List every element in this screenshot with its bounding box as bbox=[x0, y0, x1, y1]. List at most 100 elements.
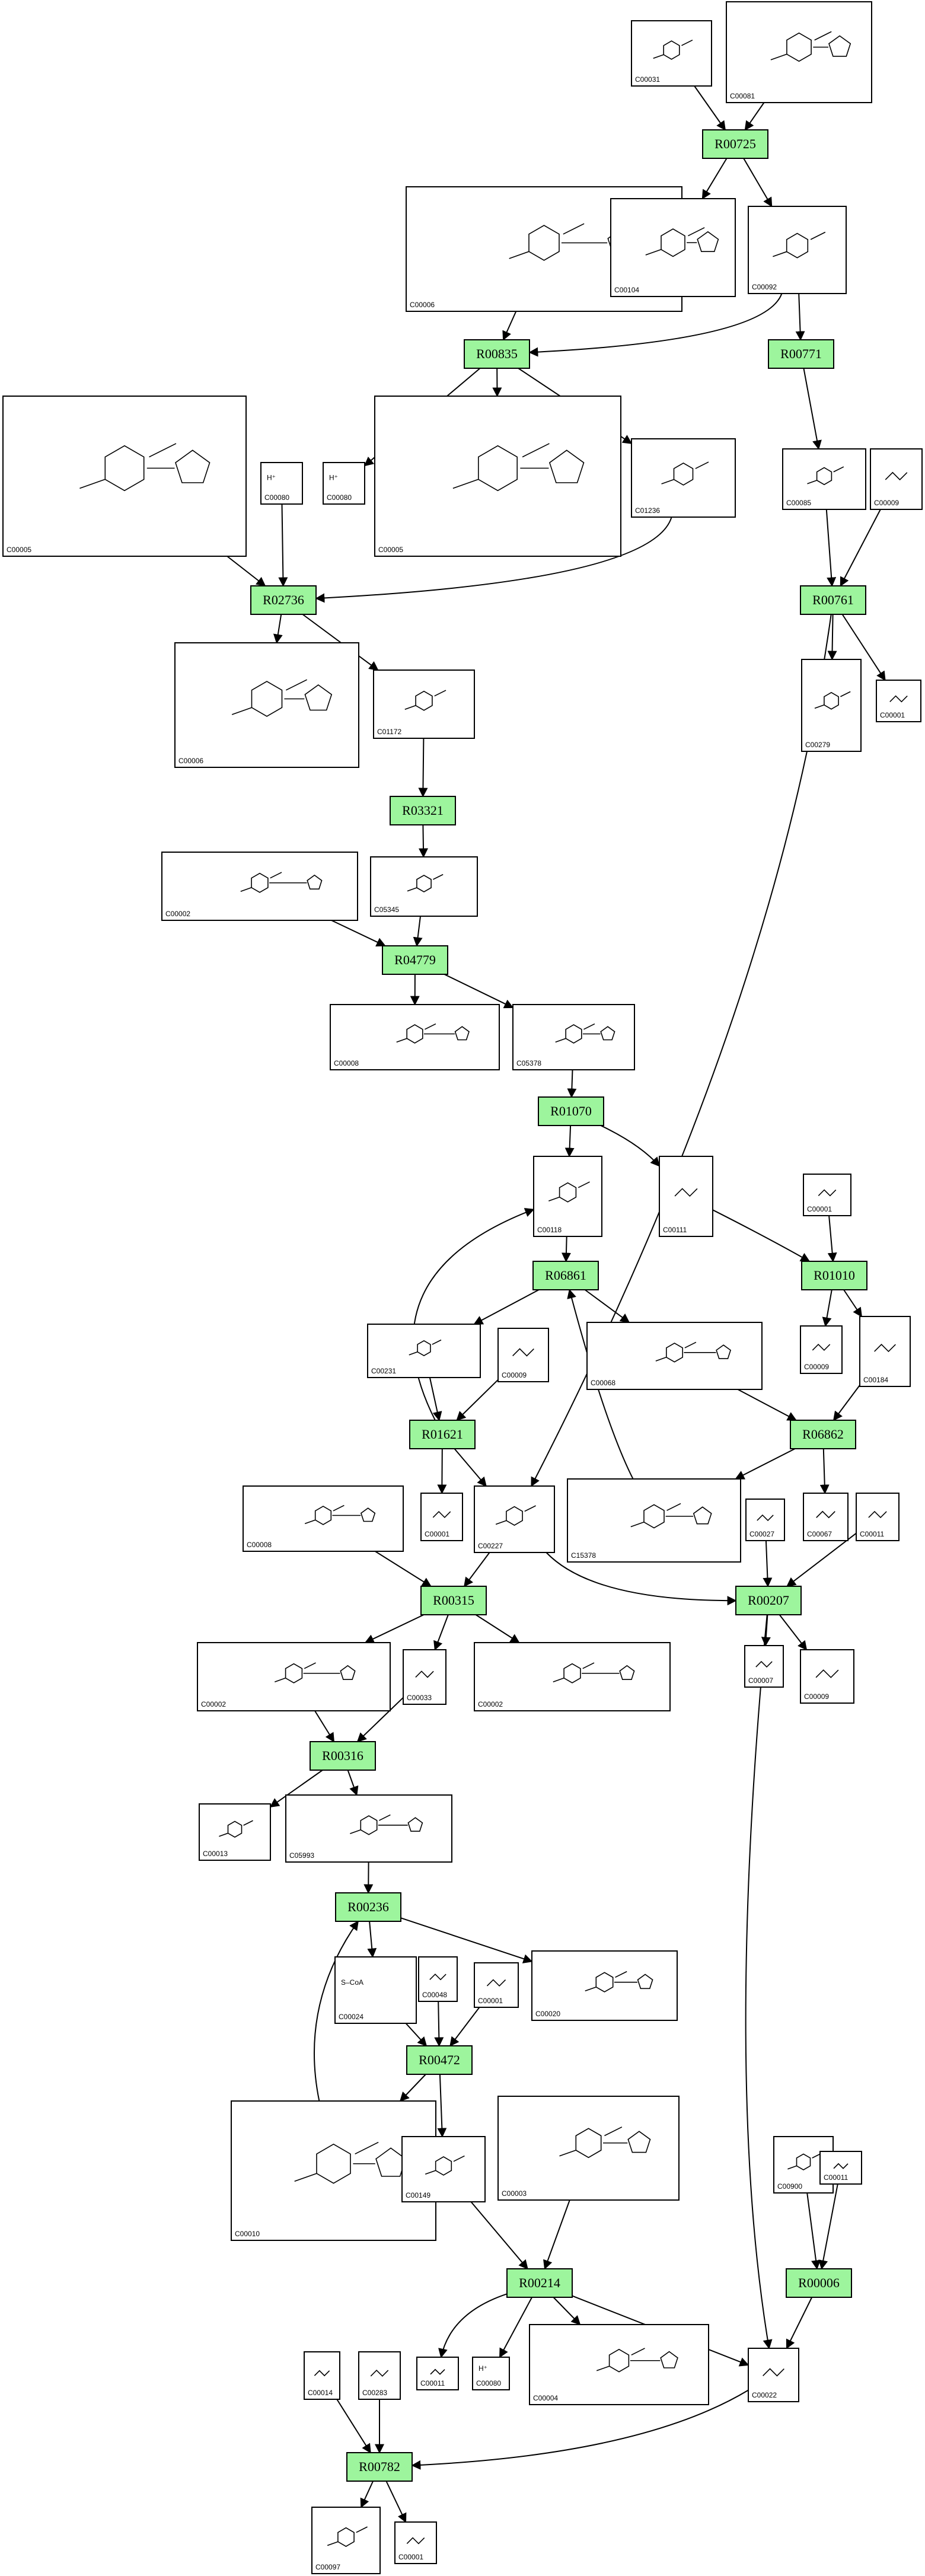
reaction-node[interactable]: R02736 bbox=[250, 585, 317, 615]
compound-node[interactable]: C00068 bbox=[586, 1322, 763, 1390]
compound-node[interactable]: C00014 bbox=[304, 2351, 340, 2400]
compound-node[interactable]: C00283 bbox=[358, 2351, 401, 2400]
compound-node[interactable]: C00118 bbox=[533, 1156, 602, 1237]
compound-node[interactable]: C00104 bbox=[610, 198, 736, 297]
reaction-node[interactable]: R03321 bbox=[390, 796, 456, 825]
compound-id: C00048 bbox=[422, 1991, 447, 1999]
compound-node[interactable]: C00002 bbox=[474, 1642, 671, 1711]
molecule-chain bbox=[486, 1979, 506, 1987]
molecule-bond bbox=[615, 1971, 627, 1978]
compound-node[interactable]: C00009 bbox=[800, 1649, 854, 1704]
molecule-ring bbox=[360, 1507, 376, 1522]
reaction-node[interactable]: R00214 bbox=[506, 2268, 573, 2298]
compound-node[interactable]: C00097 bbox=[311, 2507, 381, 2574]
compound-node[interactable]: C00011 bbox=[416, 2357, 459, 2390]
compound-node[interactable]: C01172 bbox=[373, 669, 475, 739]
compound-node[interactable]: C00007 bbox=[744, 1645, 784, 1688]
molecule-bond bbox=[814, 31, 832, 41]
reaction-box bbox=[790, 1420, 856, 1449]
compound-node[interactable]: C00231 bbox=[367, 1324, 481, 1378]
reaction-node[interactable]: R01621 bbox=[409, 1420, 476, 1449]
compound-node[interactable]: C00006 bbox=[174, 642, 359, 768]
compound-node[interactable]: C05378 bbox=[512, 1004, 635, 1070]
compound-node[interactable]: C00011 bbox=[856, 1493, 900, 1541]
reaction-node[interactable]: R00761 bbox=[800, 585, 866, 615]
compound-node[interactable]: C00009 bbox=[800, 1325, 843, 1374]
compound-node[interactable]: C05345 bbox=[370, 856, 478, 917]
compound-node[interactable]: C00005 bbox=[2, 396, 247, 557]
compound-node[interactable]: C00279 bbox=[801, 659, 862, 752]
compound-id: C00009 bbox=[804, 1363, 829, 1371]
reaction-node[interactable]: R00315 bbox=[420, 1586, 487, 1615]
reaction-node[interactable]: R00725 bbox=[702, 129, 768, 159]
reaction-node[interactable]: R00472 bbox=[406, 2045, 473, 2075]
compound-node[interactable]: C00002 bbox=[197, 1642, 391, 1711]
compound-node[interactable]: C00001 bbox=[474, 1962, 519, 2008]
compound-node[interactable]: C01236 bbox=[631, 438, 736, 518]
reaction-node[interactable]: R06862 bbox=[790, 1420, 856, 1449]
molecule-bond bbox=[79, 479, 106, 489]
compound-node[interactable]: C00008 bbox=[243, 1485, 404, 1552]
compound-node[interactable]: C00001 bbox=[876, 680, 921, 722]
compound-node[interactable]: C00033 bbox=[403, 1649, 446, 1705]
compound-node[interactable]: C00081 bbox=[726, 1, 872, 103]
compound-node[interactable]: C00092 bbox=[748, 206, 847, 294]
compound-node[interactable]: C00048 bbox=[418, 1956, 458, 2002]
compound-node[interactable]: C00085 bbox=[782, 448, 866, 510]
compound-node[interactable]: C00031 bbox=[631, 20, 712, 87]
compound-node[interactable]: H⁺C00080 bbox=[260, 462, 303, 505]
compound-node[interactable]: C00003 bbox=[497, 2096, 680, 2201]
compound-node[interactable]: C00009 bbox=[870, 448, 923, 510]
compound-id: C00022 bbox=[752, 2391, 777, 2399]
edge-arrow bbox=[827, 1215, 837, 1263]
compound-node[interactable]: C00011 bbox=[819, 2151, 862, 2185]
compound-id: C00080 bbox=[264, 493, 289, 502]
reaction-node[interactable]: R00316 bbox=[310, 1741, 376, 1771]
reaction-node[interactable]: R01010 bbox=[801, 1261, 867, 1290]
compound-node[interactable]: C00001 bbox=[394, 2521, 437, 2564]
compound-node[interactable]: C00027 bbox=[745, 1499, 785, 1541]
compound-node[interactable]: C00111 bbox=[659, 1156, 713, 1237]
compound-node[interactable]: H⁺C00080 bbox=[472, 2357, 510, 2390]
compound-box bbox=[631, 20, 712, 87]
compound-node[interactable]: C00022 bbox=[748, 2348, 799, 2402]
compound-node[interactable]: C00002 bbox=[161, 852, 358, 921]
molecule-bond bbox=[356, 2526, 368, 2533]
molecule-chain bbox=[370, 2369, 389, 2377]
compound-node[interactable]: C00009 bbox=[497, 1328, 549, 1382]
reaction-node[interactable]: R01070 bbox=[538, 1096, 604, 1126]
reaction-node[interactable]: R00782 bbox=[346, 2452, 413, 2482]
compound-node[interactable]: C00013 bbox=[199, 1803, 271, 1861]
edge-arrow bbox=[553, 2297, 581, 2326]
edge-arrow bbox=[564, 1125, 575, 1158]
compound-node[interactable]: C00020 bbox=[531, 1950, 678, 2021]
edge-arrow bbox=[543, 2199, 570, 2270]
compound-node[interactable]: C00227 bbox=[474, 1485, 555, 1553]
reaction-node[interactable]: R00771 bbox=[768, 339, 834, 369]
compound-node[interactable]: C00184 bbox=[859, 1316, 911, 1387]
edge-arrow bbox=[786, 2297, 813, 2349]
compound-node[interactable]: C00005 bbox=[374, 396, 621, 557]
compound-node[interactable]: C00004 bbox=[529, 2324, 709, 2405]
molecule-ring bbox=[406, 1024, 423, 1044]
compound-node[interactable]: C00149 bbox=[401, 2136, 486, 2202]
reaction-node[interactable]: R00006 bbox=[786, 2268, 852, 2298]
compound-node[interactable]: C05993 bbox=[285, 1794, 452, 1863]
compound-node[interactable]: C00067 bbox=[803, 1493, 849, 1541]
reaction-node[interactable]: R00835 bbox=[464, 339, 530, 369]
compound-node[interactable]: C00008 bbox=[330, 1004, 500, 1070]
molecule-bond bbox=[495, 1520, 507, 1525]
compound-node[interactable]: C00001 bbox=[420, 1493, 463, 1541]
reaction-node[interactable]: R04779 bbox=[382, 945, 448, 975]
reaction-node[interactable]: R00236 bbox=[335, 1892, 401, 1922]
reaction-node[interactable]: R06861 bbox=[532, 1261, 599, 1290]
reaction-label: R00472 bbox=[419, 2052, 460, 2067]
compound-id: C00005 bbox=[378, 546, 403, 554]
molecule-bond bbox=[432, 1339, 442, 1345]
reaction-node[interactable]: R00207 bbox=[735, 1586, 802, 1615]
molecule-ring bbox=[314, 1506, 332, 1525]
compound-node[interactable]: C15378 bbox=[567, 1478, 741, 1563]
compound-node[interactable]: C00001 bbox=[803, 1174, 851, 1216]
compound-node[interactable]: H⁺C00080 bbox=[323, 462, 365, 505]
